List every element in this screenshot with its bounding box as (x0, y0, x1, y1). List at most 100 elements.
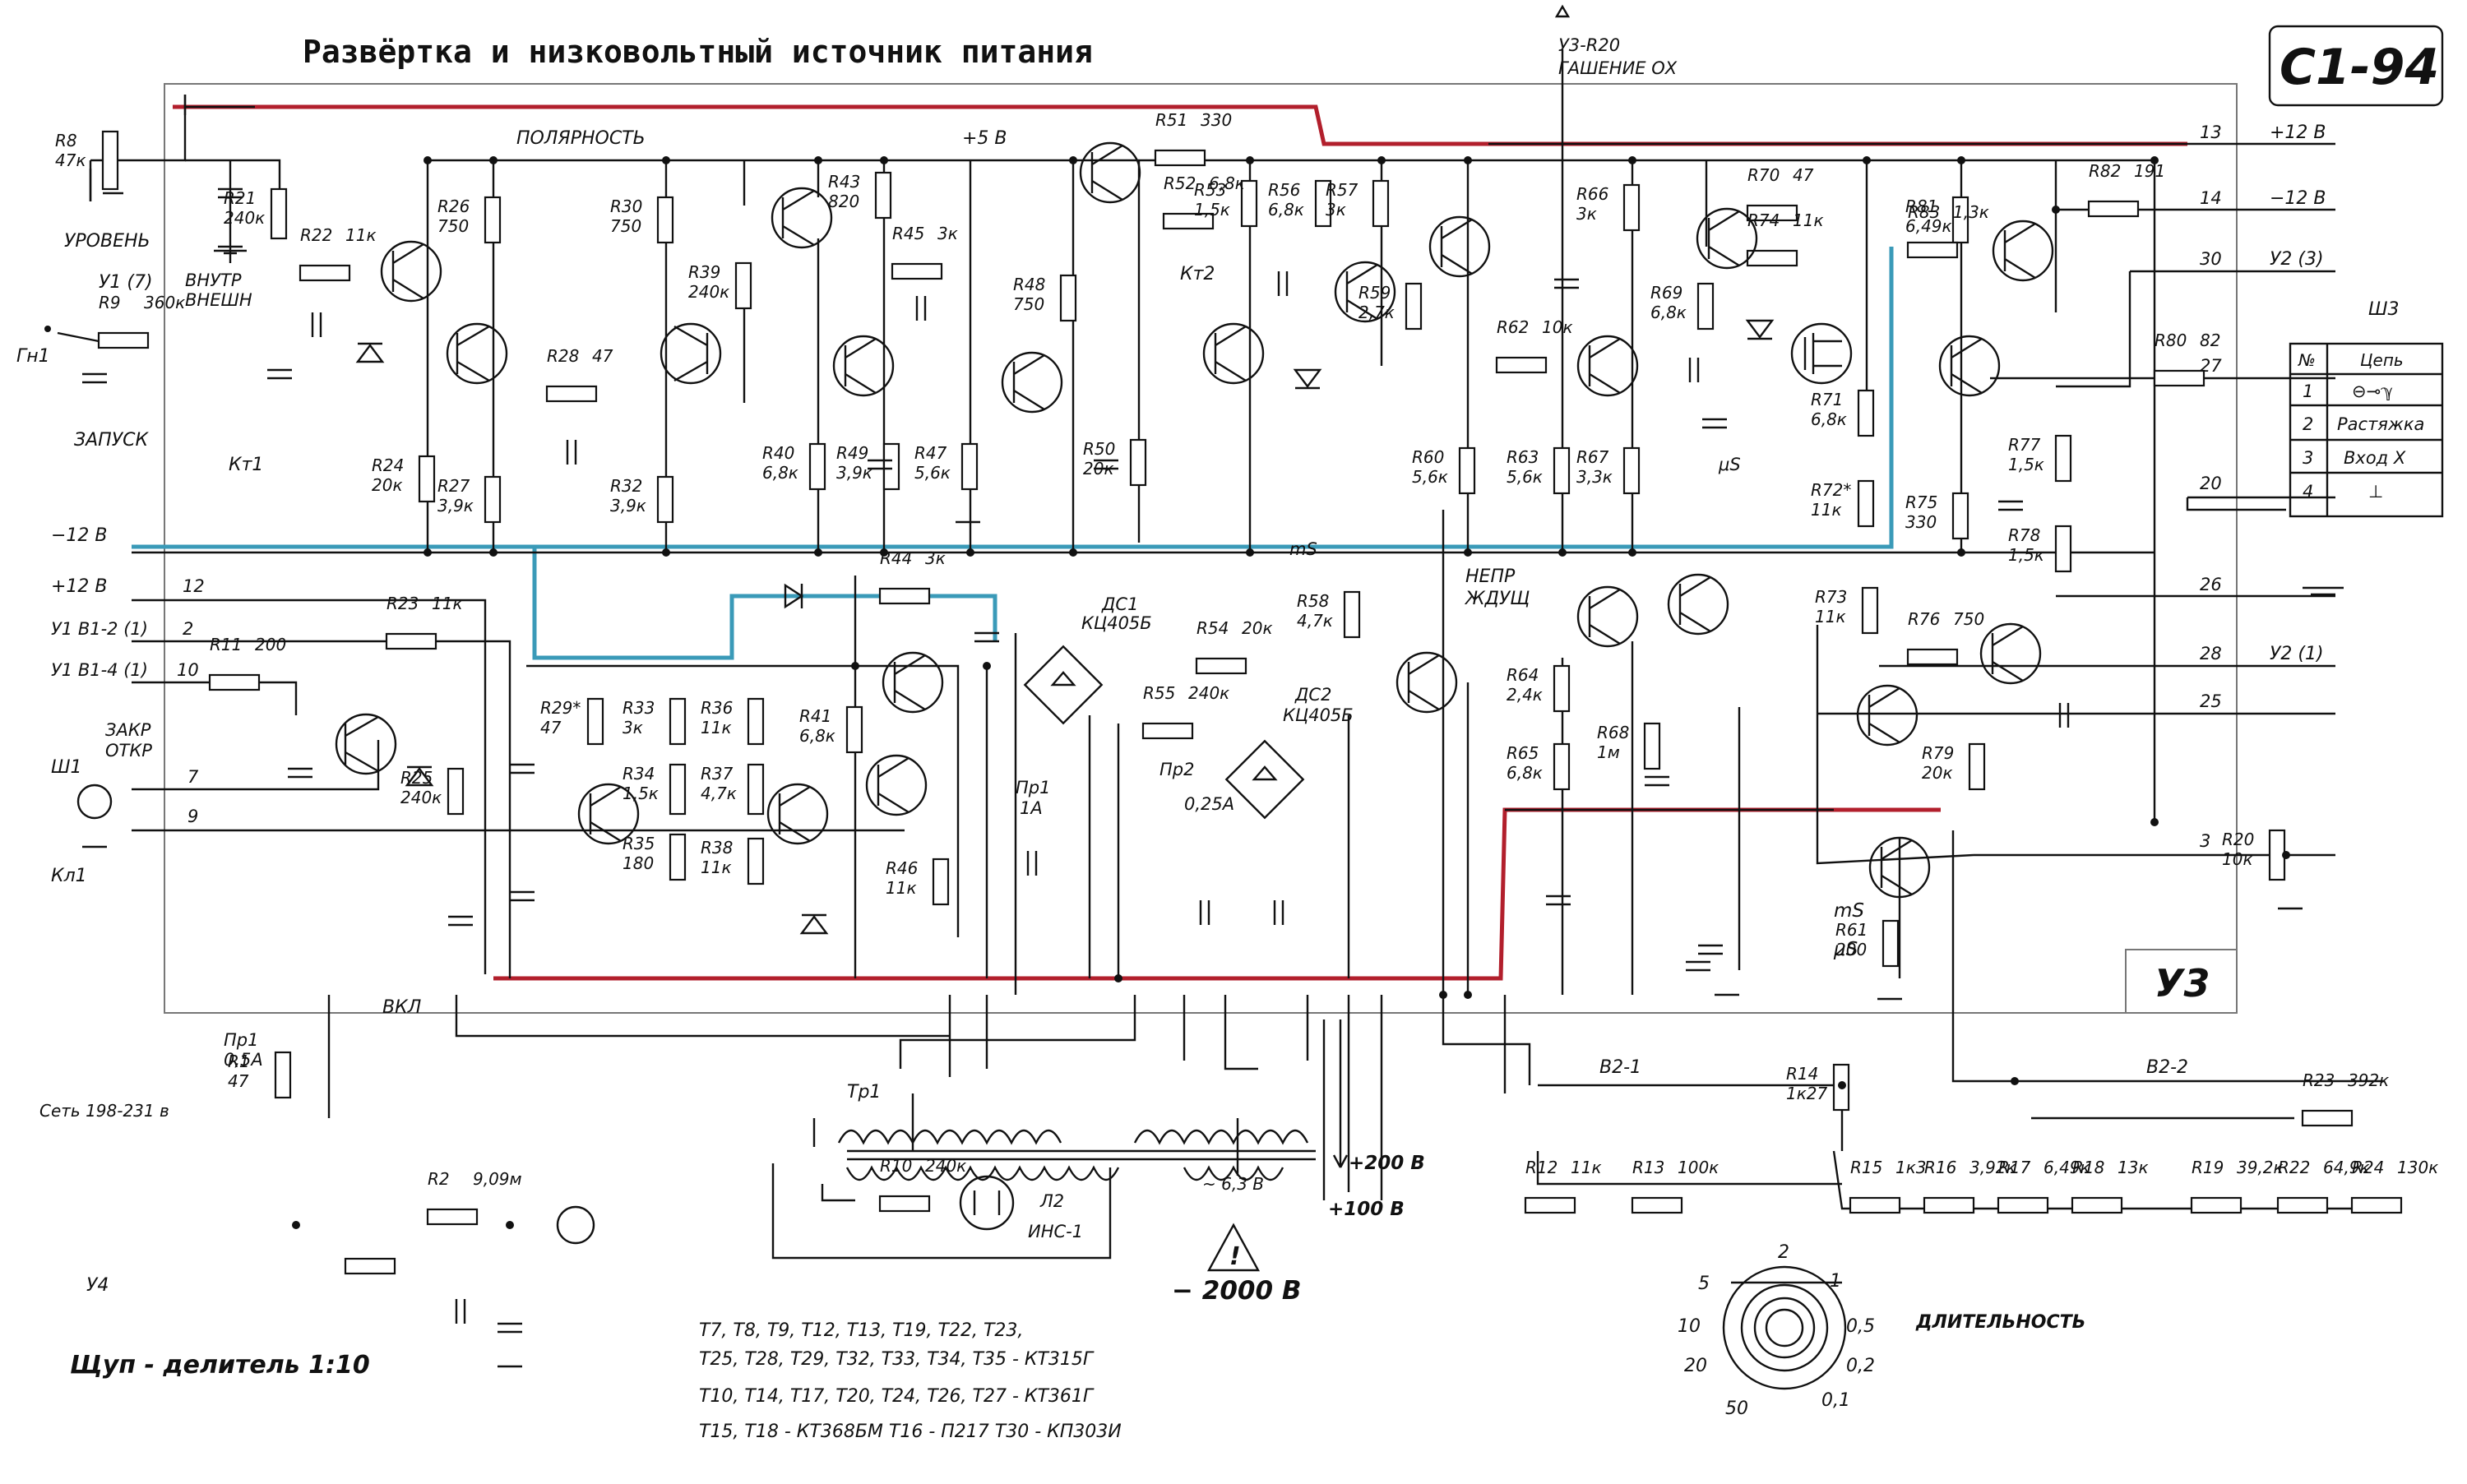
ac-63-label: ~ 6,3 В (1202, 1174, 1264, 1194)
capacitor-c24 (974, 631, 999, 643)
fuse1-value-label: 1А (1020, 798, 1043, 818)
component-r8-0-value: 47к (55, 150, 86, 170)
transistor-t8 (380, 240, 442, 303)
component-r62-25-value: 10к (1542, 317, 1573, 337)
level-label: УРОВЕНЬ (64, 231, 150, 252)
in-label-u1-b1-2: У1 В1-2 (1) (51, 619, 148, 639)
component-r9-3-value: 360к (144, 293, 185, 312)
plus5-label: +5 В (962, 128, 1007, 149)
resistor-r41 (845, 705, 863, 754)
component-r10-65-ref: R10 (880, 1156, 912, 1176)
component-r29-53-ref: R29* (540, 698, 581, 718)
component-r76-42-ref: R76 (1908, 609, 1940, 629)
transistor-t23 (1428, 215, 1491, 278)
model-label: С1-94 (2280, 39, 2439, 96)
duration-label: ДЛИТЕЛЬНОСТЬ (1915, 1312, 2085, 1333)
component-r66-27-value: 3к (1576, 204, 1597, 224)
component-r19-73-value: 39,2к (2237, 1158, 2284, 1177)
open-label: ОТКР (105, 741, 152, 760)
component-r64-47-value: 2,4к (1507, 685, 1543, 705)
capacitor-c17 (510, 763, 535, 774)
resistor-r18 (2071, 1196, 2123, 1214)
diode-group (355, 319, 1775, 935)
resistor-r70 (1746, 204, 1798, 222)
transistor-list-line-1: Т7, Т8, Т9, Т12, Т13, Т19, Т22, Т23, (699, 1320, 1023, 1341)
diode-d10 (784, 583, 804, 609)
resistor-r43 (874, 171, 892, 220)
transistor-t35 (1992, 220, 2054, 282)
capacitor-c19 (566, 440, 577, 465)
transistor-t30 (1790, 322, 1853, 385)
us-label-2: μS (1718, 455, 1741, 474)
component-r47-15-ref: R47 (914, 443, 947, 463)
component-r45-12-ref: R45 (892, 224, 924, 243)
component-r50-17-ref: R50 (1083, 439, 1115, 459)
component-r38-59-value: 11к (701, 858, 732, 877)
resistor-r79 (1968, 742, 1986, 791)
component-r61-45-ref: R61 (1835, 920, 1868, 940)
component-r77-38-value: 1,5к (2008, 455, 2044, 474)
resistor-r37 (747, 763, 765, 816)
component-r23-50-ref: R23 (386, 594, 419, 613)
resistor-r29 (586, 697, 604, 746)
component-r23-76-value: 392к (2348, 1070, 2389, 1090)
capacitor-c18 (510, 890, 535, 902)
component-r1-77-value: 47 (228, 1071, 249, 1091)
capacitor-c35 (1698, 944, 1723, 955)
capacitor-c36 (1998, 500, 2023, 511)
sh3-header-circuit: Цепь (2360, 350, 2404, 370)
component-r72-33-ref: R72* (1811, 480, 1851, 500)
component-r48-16-value: 750 (1013, 294, 1044, 314)
neon-lamp-l2 (959, 1175, 1015, 1231)
transistor-list-line-4: Т15, Т18 - КТ368БМ Т16 - П217 Т30 - КП30… (699, 1422, 1122, 1442)
component-r71-32-value: 6,8к (1811, 409, 1847, 429)
resistor-r36 (747, 697, 765, 746)
resistor-r34 (669, 763, 687, 816)
hv-100-label: +100 В (1328, 1199, 1405, 1220)
component-r63-26-ref: R63 (1507, 447, 1539, 467)
lamp-ref-label: Л2 (1039, 1191, 1064, 1211)
out-pin-30: 30 (2200, 249, 2222, 269)
component-r40-13-ref: R40 (762, 443, 794, 463)
in-pin-9: 9 (187, 807, 198, 826)
component-r83-36-value: 1,3к (1953, 202, 1989, 222)
component-r37-58-ref: R37 (701, 764, 734, 784)
u1-7-label: У1 (7) (99, 272, 153, 293)
component-r69-29-ref: R69 (1650, 283, 1682, 303)
component-r62-25-ref: R62 (1497, 317, 1529, 337)
component-r52-19-value: 6,8к (1209, 173, 1245, 193)
component-r43-11-value: 820 (828, 192, 859, 211)
duration-value-5: 5 (1698, 1274, 1710, 1294)
in-pin-12: 12 (183, 576, 205, 596)
resistor-r53 (1240, 179, 1258, 228)
transistor-t18 (1001, 351, 1063, 414)
sh3-row-1-circuit: ⊖⊸ℽ (2352, 381, 2393, 401)
resistor-r24 (418, 455, 436, 503)
component-r9-3-ref: R9 (99, 293, 121, 312)
transistor-t9 (446, 322, 508, 385)
capacitor-c33 (1702, 418, 1727, 429)
switch-b22-label: В2-2 (2146, 1057, 2188, 1078)
component-r48-16-ref: R48 (1013, 275, 1045, 294)
capacitor-c37 (2058, 703, 2070, 728)
resistor-r83 (1906, 241, 1959, 259)
internal-label: ВНУТР (185, 270, 242, 290)
component-r12-67-ref: R12 (1525, 1158, 1557, 1177)
component-r40-13-value: 6,8к (762, 463, 798, 483)
component-r74-31-ref: R74 (1747, 210, 1780, 230)
dc1-type-label: КЦ405Б (1081, 613, 1152, 633)
transistor-t14 (766, 783, 829, 845)
duration-value-01: 0,1 (1821, 1390, 1850, 1411)
component-r34-55-ref: R34 (623, 764, 655, 784)
transistor-t22 (1334, 261, 1396, 323)
resistor-r32 (656, 475, 674, 524)
transistor-list-line-2: Т25, Т28, Т29, Т32, Т33, Т34, Т35 - КТ31… (699, 1349, 1095, 1370)
component-r44-61-ref: R44 (880, 548, 912, 568)
component-r36-57-value: 11к (701, 718, 732, 737)
resistor-r10 (878, 1195, 931, 1213)
transistor-list-line-3: Т10, Т14, Т17, Т20, Т24, Т26, Т27 - КТ36… (699, 1386, 1095, 1407)
capacitor-c31 (1546, 895, 1571, 906)
duration-value-05: 0,5 (1846, 1316, 1875, 1337)
transistor-group (335, 141, 2054, 899)
resistor-r25 (447, 767, 465, 816)
